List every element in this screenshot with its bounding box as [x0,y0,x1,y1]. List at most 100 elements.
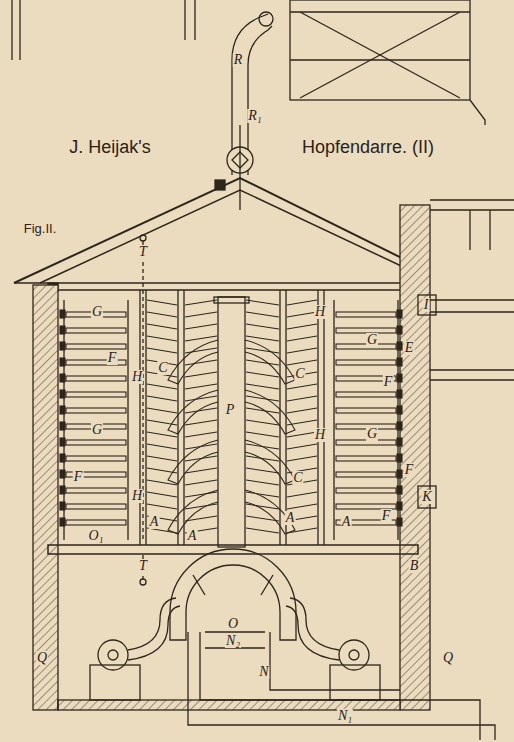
shelf-slat [185,348,217,353]
rack-bracket [60,518,65,526]
part-letter: N₁ [337,709,353,723]
part-letter: P [225,403,236,417]
part-letter: E [404,341,415,355]
shelf-slat [147,396,177,401]
hot-air-branch [245,440,295,484]
shelf-slat [246,300,279,305]
hot-air-branch [168,490,218,534]
title-text: J. Heijak's [68,138,151,156]
rack-bracket [397,390,402,398]
part-letter: B [409,559,420,573]
shelf-slat [246,336,279,341]
rack-slat [336,392,396,397]
hot-air-branch [168,390,218,434]
shelf-slat [287,408,317,413]
shelf-slat [147,336,177,341]
rack-bracket [60,310,65,318]
shelf-slat [287,444,317,449]
part-letter: F [73,470,84,484]
part-letter: O₁ [88,529,105,543]
part-letter: C [294,367,305,381]
shelf-slat [246,360,279,365]
part-letter: N [258,665,269,679]
part-letter: C [292,471,303,485]
shelf-slat [185,324,217,329]
shelf-slat [287,360,317,365]
shelf-slat [287,432,317,437]
shelf-slat [287,456,317,461]
part-letter: T [138,245,148,259]
hot-air-branch [245,490,295,534]
shelf-slat [246,372,279,377]
rack-slat [66,408,126,413]
part-letter: A [285,511,296,525]
part-letter: F [404,463,415,477]
shelf-slat [287,312,317,317]
part-letter: T [138,559,148,573]
rack-slat [66,504,126,509]
shelf-slat [287,324,317,329]
rack-slat [336,472,396,477]
rack-bracket [397,502,402,510]
shelf-slat [185,360,217,365]
part-letter: I [423,298,430,312]
part-letter: G [366,333,378,347]
rack-slat [66,440,126,445]
part-letter: H [131,489,143,503]
title-text: Hopfendarre. (II) [301,138,435,156]
rack-slat [66,456,126,461]
rack-bracket [60,454,65,462]
rack-bracket [397,374,402,382]
rack-bracket [397,326,402,334]
rack-bracket [397,470,402,478]
shelf-slat [287,384,317,389]
shelf-slat [185,312,217,317]
shelf-slat [147,504,177,509]
shelf-slat [147,300,177,305]
rack-bracket [60,502,65,510]
shelf-slat [185,468,217,473]
part-letter: K [421,490,432,504]
part-letter: F [381,509,392,523]
shelf-slat [246,504,279,509]
part-letter: C [157,361,168,375]
rack-bracket [397,358,402,366]
part-letter: Q [442,651,454,665]
rack-slat [336,408,396,413]
part-letter: R₁ [247,109,262,123]
rack-bracket [397,438,402,446]
shelf-slat [287,528,317,533]
shelf-slat [147,480,177,485]
rack-bracket [60,342,65,350]
shelf-slat [147,492,177,497]
part-letter: G [91,305,103,319]
rack-bracket [397,406,402,414]
shelf-slat [185,516,217,521]
shelf-slat [185,480,217,485]
shelf-slat [185,300,217,305]
shelf-slat [185,336,217,341]
shelf-slat [147,312,177,317]
shelf-slat [246,348,279,353]
rack-slat [66,344,126,349]
figure-number: Fig.II. [23,222,58,235]
shelf-slat [287,336,317,341]
shelf-slat [287,348,317,353]
rack-bracket [60,358,65,366]
shelf-slat [185,420,217,425]
part-letter: G [366,427,378,441]
shelf-slat [246,312,279,317]
rack-slat [336,456,396,461]
part-letter: F [107,351,118,365]
shelf-slat [147,408,177,413]
shelf-slat [147,384,177,389]
shelf-slat [185,372,217,377]
part-letter: N₂ [225,634,241,648]
shelf-slat [246,384,279,389]
hot-air-branch [245,390,295,434]
rack-bracket [60,470,65,478]
shelf-slat [246,324,279,329]
part-letter: O [227,617,239,631]
rack-bracket [60,486,65,494]
rack-slat [66,488,126,493]
